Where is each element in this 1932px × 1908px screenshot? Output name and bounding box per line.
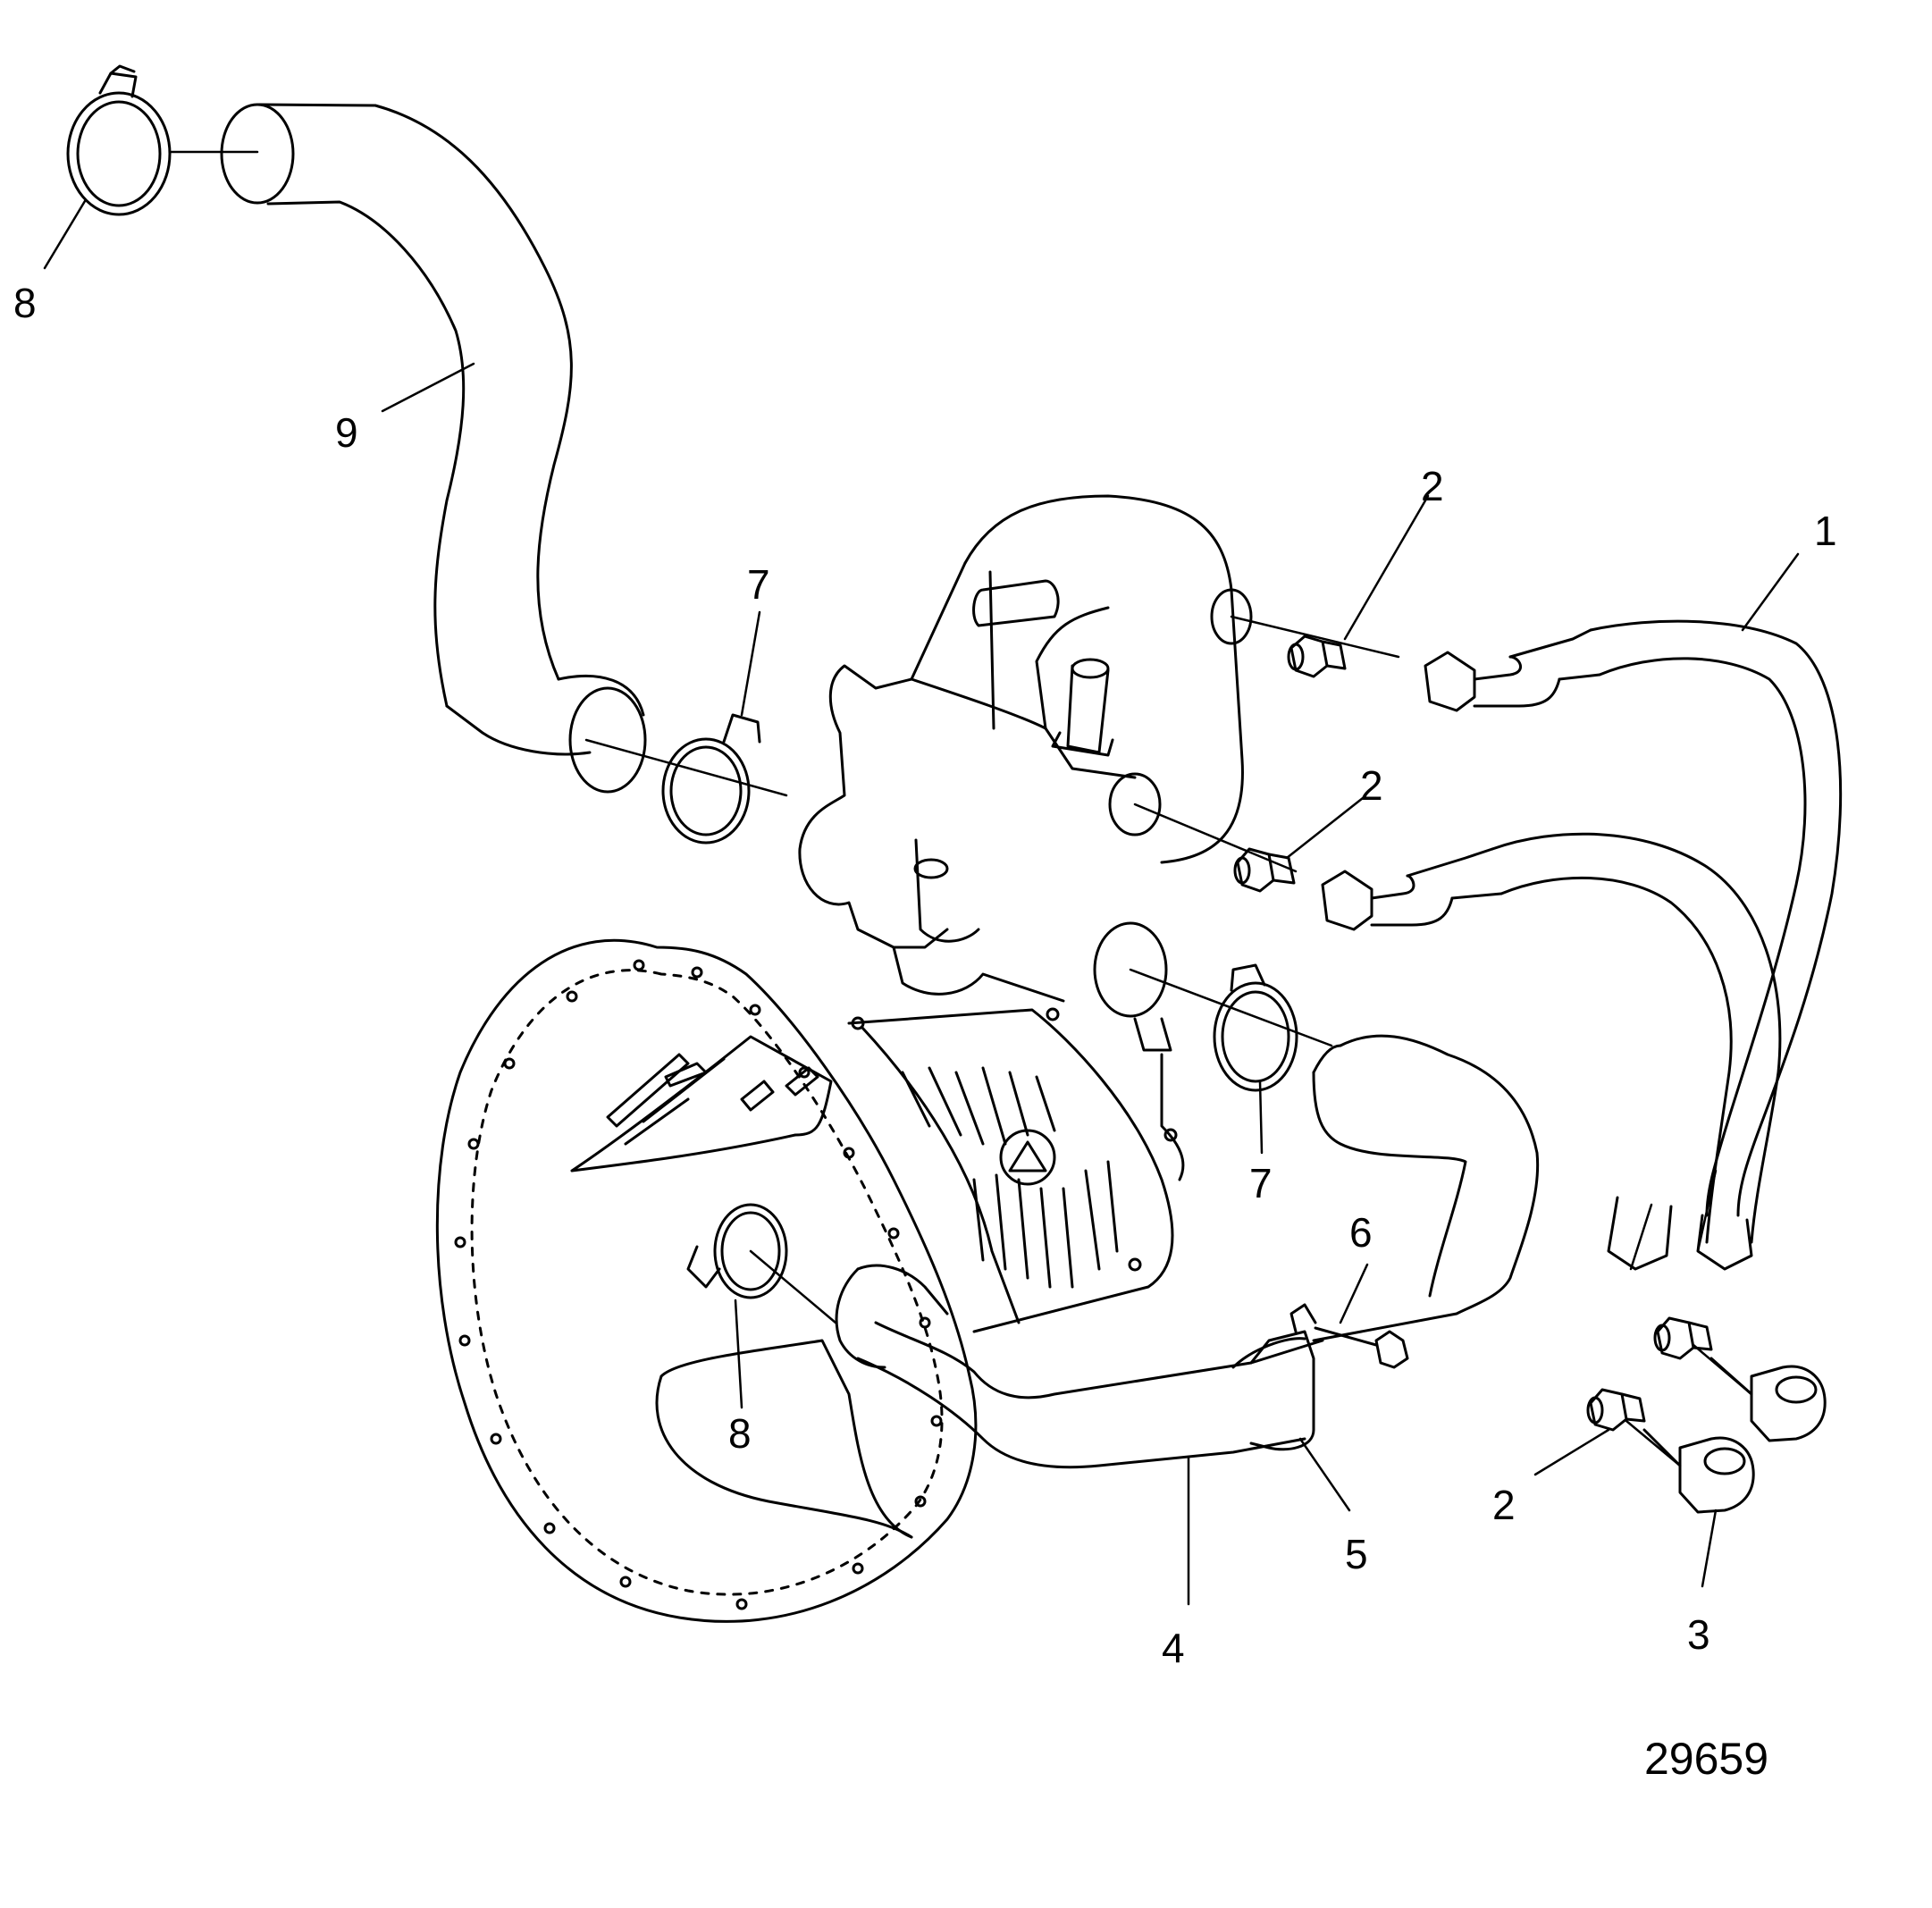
flywheel-housing	[435, 938, 1185, 1623]
hose-clamp-middle	[1213, 963, 1298, 1092]
callout-2-upper: 2	[1421, 463, 1444, 509]
callout-4: 4	[1162, 1625, 1185, 1671]
callout-1: 1	[1814, 508, 1837, 554]
callouts: 1 2 2 2 3 4 5 6 7 7 8 8 9 29659	[13, 280, 1837, 1784]
thermostat-housing	[798, 494, 1253, 1052]
fitting-lower	[1586, 1388, 1646, 1432]
elbow-fitting	[1642, 1428, 1755, 1514]
callout-7-upper: 7	[747, 561, 770, 608]
callout-9: 9	[335, 409, 358, 456]
callout-2-lower: 2	[1492, 1482, 1516, 1528]
band-clamp	[1231, 1303, 1317, 1451]
callout-3: 3	[1687, 1611, 1710, 1658]
fitting-middle	[1233, 847, 1296, 893]
oil-cooler-hose-upper	[1424, 619, 1843, 1271]
callout-8-lower: 8	[728, 1410, 752, 1457]
callout-5: 5	[1345, 1531, 1368, 1577]
drawing-number: 29659	[1644, 1734, 1768, 1784]
hose-clamp-lower-left	[686, 1203, 788, 1299]
callout-2-middle: 2	[1360, 762, 1383, 809]
hose-clamp-top-left	[66, 64, 172, 216]
leader-lines	[43, 150, 1800, 1606]
oil-cooler-hose-lower	[1321, 832, 1782, 1271]
callout-7-lower: 7	[1249, 1160, 1273, 1206]
callout-6: 6	[1349, 1209, 1373, 1256]
screw	[1314, 1326, 1409, 1369]
callout-8-top-left: 8	[13, 280, 37, 326]
hose-clamp-upper	[661, 713, 761, 845]
lower-hose	[835, 1034, 1540, 1469]
fitting-lower-right	[1653, 1316, 1827, 1442]
fitting-upper	[1287, 635, 1347, 678]
upper-hose	[220, 103, 647, 794]
